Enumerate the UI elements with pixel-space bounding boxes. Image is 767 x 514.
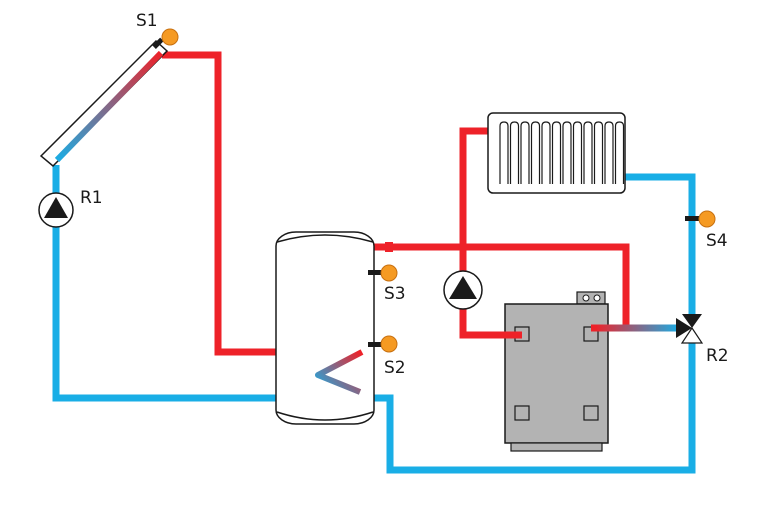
collector-return-pipe bbox=[52, 165, 360, 402]
label-s2: S2 bbox=[384, 358, 406, 378]
radiator-fins bbox=[499, 121, 625, 184]
pump-heating-arrow-icon bbox=[449, 276, 477, 299]
flue-dot-right bbox=[593, 294, 601, 302]
sensor-s4 bbox=[685, 210, 716, 228]
radiator-fin bbox=[520, 121, 530, 184]
collector-frame bbox=[39, 39, 169, 168]
radiator-fin bbox=[541, 121, 551, 184]
label-s3: S3 bbox=[384, 284, 406, 304]
pump-r1-arrow-icon bbox=[44, 197, 68, 218]
sensor-s2-probe bbox=[368, 342, 382, 347]
radiator-fin bbox=[604, 121, 614, 184]
valve-left-triangle bbox=[676, 318, 692, 338]
sensor-s3 bbox=[368, 264, 398, 282]
tank-outlet-stub bbox=[385, 242, 393, 252]
radiator-fin bbox=[572, 121, 583, 184]
boiler bbox=[463, 291, 676, 452]
boiler-port-bottom-right bbox=[583, 405, 599, 421]
radiator-fin bbox=[551, 121, 562, 184]
valve-r2 bbox=[676, 314, 704, 344]
solar-collector bbox=[39, 39, 169, 168]
sensor-s3-bulb bbox=[380, 264, 398, 282]
collector-absorber bbox=[54, 50, 164, 163]
radiator-fin bbox=[509, 121, 520, 184]
radiator bbox=[487, 112, 626, 194]
label-r1: R1 bbox=[80, 188, 103, 208]
tank-return-pipe bbox=[372, 340, 696, 474]
label-s1: S1 bbox=[136, 11, 158, 31]
radiator-fin bbox=[614, 121, 625, 184]
radiator-return-pipe bbox=[624, 173, 696, 315]
tank-coil bbox=[315, 349, 364, 395]
radiator-fin bbox=[583, 121, 593, 184]
cold-pipes bbox=[52, 165, 696, 474]
label-r2: R2 bbox=[706, 346, 729, 366]
sensor-s2-bulb bbox=[380, 335, 398, 353]
valve-top-triangle bbox=[682, 314, 702, 328]
tank-bottom-line bbox=[276, 411, 374, 421]
radiator-fin bbox=[530, 121, 541, 184]
radiator-body bbox=[487, 112, 626, 194]
radiator-fin bbox=[499, 121, 509, 184]
sensor-s1 bbox=[152, 28, 179, 49]
flue-dot-left bbox=[582, 294, 590, 302]
sensor-s4-bulb bbox=[698, 210, 716, 228]
sensor-s2 bbox=[368, 335, 398, 353]
sensor-s1-bulb bbox=[161, 28, 179, 46]
boiler-flue bbox=[576, 291, 606, 305]
boiler-port-bottom-left bbox=[514, 405, 530, 421]
sensor-s3-probe bbox=[368, 270, 382, 275]
radiator-fin bbox=[593, 121, 604, 184]
tank-top-line bbox=[276, 234, 374, 243]
radiator-fin bbox=[562, 121, 572, 184]
pump-heating bbox=[443, 270, 483, 310]
pump-r1 bbox=[38, 192, 74, 228]
label-s4: S4 bbox=[706, 231, 728, 251]
tank-body bbox=[275, 231, 375, 425]
sensor-s1-probe bbox=[152, 37, 164, 49]
sensor-s4-probe bbox=[685, 216, 701, 221]
boiler-base bbox=[510, 442, 603, 452]
valve-bottom-triangle bbox=[680, 326, 704, 344]
storage-tank bbox=[275, 231, 393, 425]
